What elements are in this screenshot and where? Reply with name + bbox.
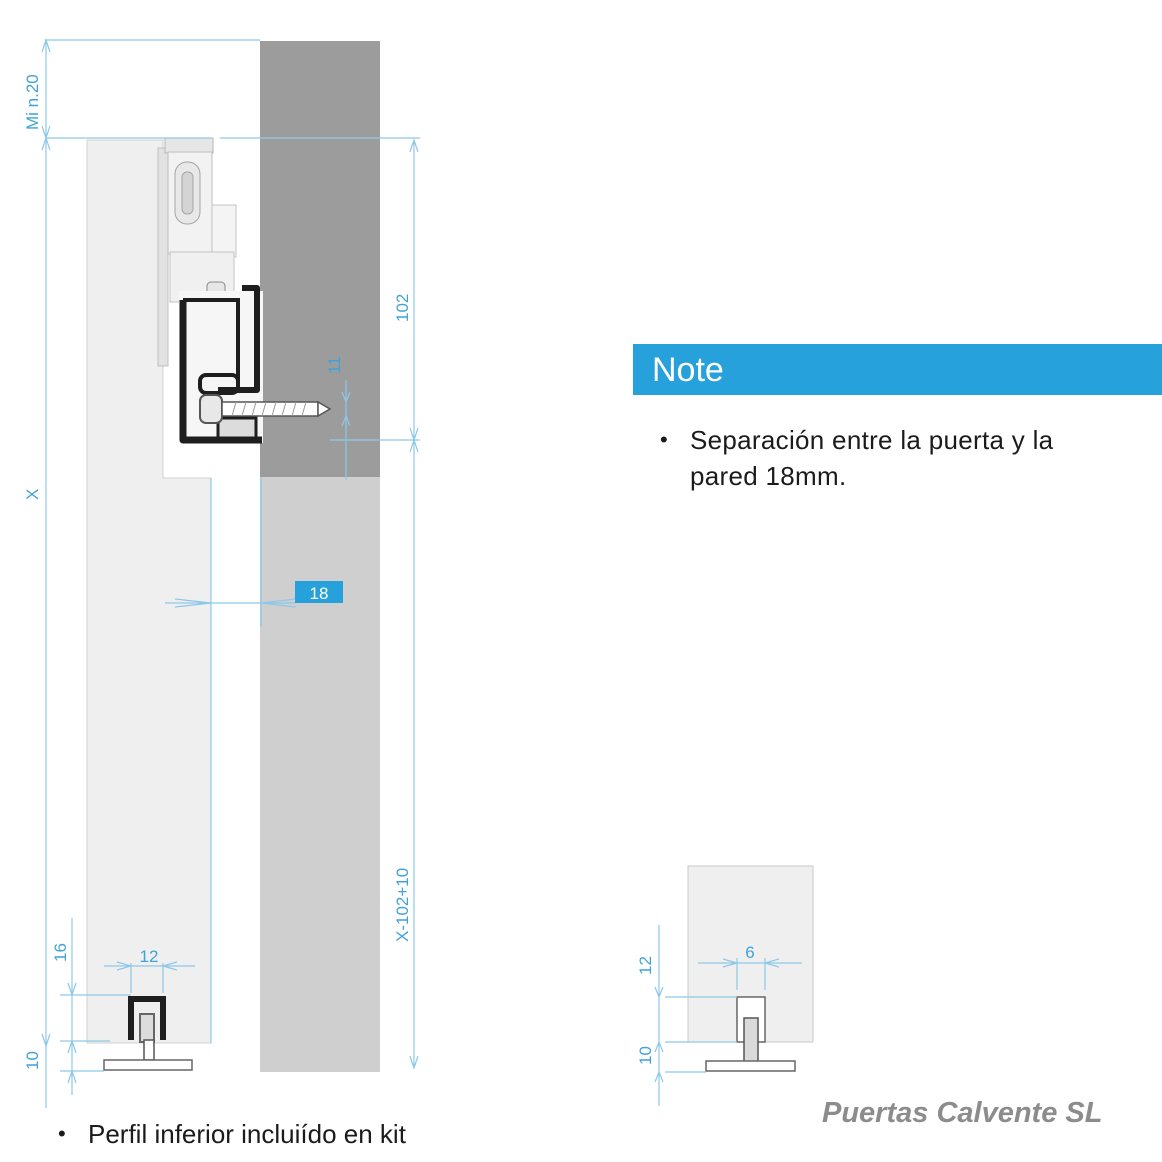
- dim-detail-12: 12: [636, 956, 655, 975]
- bullet-marker: •: [660, 427, 668, 452]
- dim-min-top: Mi n.20: [23, 74, 42, 130]
- dim-gap-18: 18: [310, 584, 329, 603]
- hanger-hardware: [157, 137, 237, 367]
- note-title: Note: [652, 351, 724, 389]
- dim-gap-18-badge: [295, 581, 343, 603]
- dimension-lines: [41, 38, 802, 1108]
- bottom-guide-detail: [687, 865, 814, 1072]
- dim-detail-6: 6: [745, 943, 754, 962]
- wall-lower: [260, 477, 380, 1072]
- dim-floor-10: 10: [23, 1051, 42, 1070]
- bottom-guide: [103, 996, 193, 1071]
- note-header-bar: [633, 344, 1162, 395]
- dim-height-x: X: [23, 489, 42, 500]
- track-profile: [179, 285, 263, 444]
- brand-name: Puertas Calvente SL: [822, 1097, 1103, 1129]
- dim-rail-102: 102: [393, 294, 412, 322]
- dim-guide-12: 12: [140, 947, 159, 966]
- dim-detail-10: 10: [636, 1046, 655, 1065]
- note-text: Separación entre la puerta y la pared 18…: [690, 425, 1054, 491]
- dim-lower-height: X-102+10: [393, 868, 412, 942]
- dim-guide-16: 16: [51, 943, 70, 962]
- bottom-note-text: Perfil inferior incluiído en kit: [88, 1119, 406, 1149]
- bullet-marker: •: [58, 1121, 66, 1146]
- fixing-screw: [221, 400, 332, 418]
- dim-gap-11: 11: [325, 356, 344, 374]
